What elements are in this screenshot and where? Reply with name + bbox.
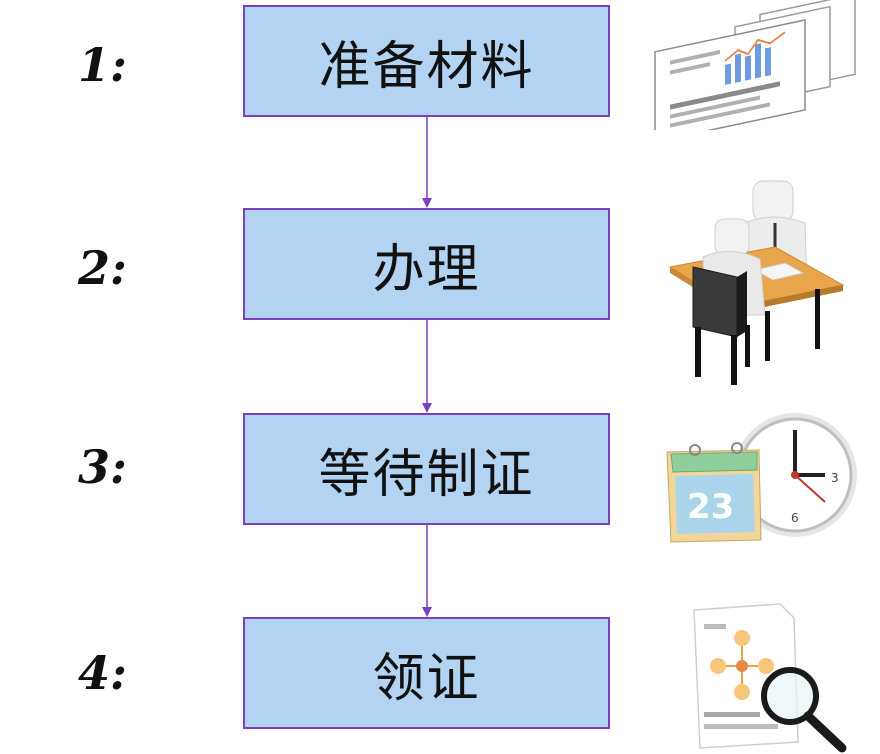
step-number-1: 1:	[78, 38, 127, 92]
step-label-1: 准备材料	[318, 36, 535, 97]
step-box-prepare-materials: 准备材料	[243, 5, 610, 117]
step-box-wait-certificate: 等待制证	[243, 413, 610, 525]
calendar-day: 23	[687, 487, 734, 527]
clock-number-3: 3	[831, 471, 839, 485]
step-box-collect-certificate: 领证	[243, 617, 610, 729]
calendar-clock-icon: 3 6 23	[666, 413, 857, 543]
clock-number-6: 6	[791, 511, 799, 525]
step-number-4: 4:	[78, 646, 127, 700]
documents-chart-icon	[654, 0, 856, 130]
step-number-3: 3:	[78, 440, 127, 494]
step-box-process: 办理	[243, 208, 610, 320]
step-number-2: 2:	[78, 241, 127, 295]
step-label-3: 等待制证	[318, 444, 535, 505]
step-label-4: 领证	[372, 648, 481, 709]
step-label-2: 办理	[372, 239, 481, 300]
document-magnifier-icon	[693, 603, 847, 753]
office-desk-meeting-icon	[668, 180, 845, 385]
